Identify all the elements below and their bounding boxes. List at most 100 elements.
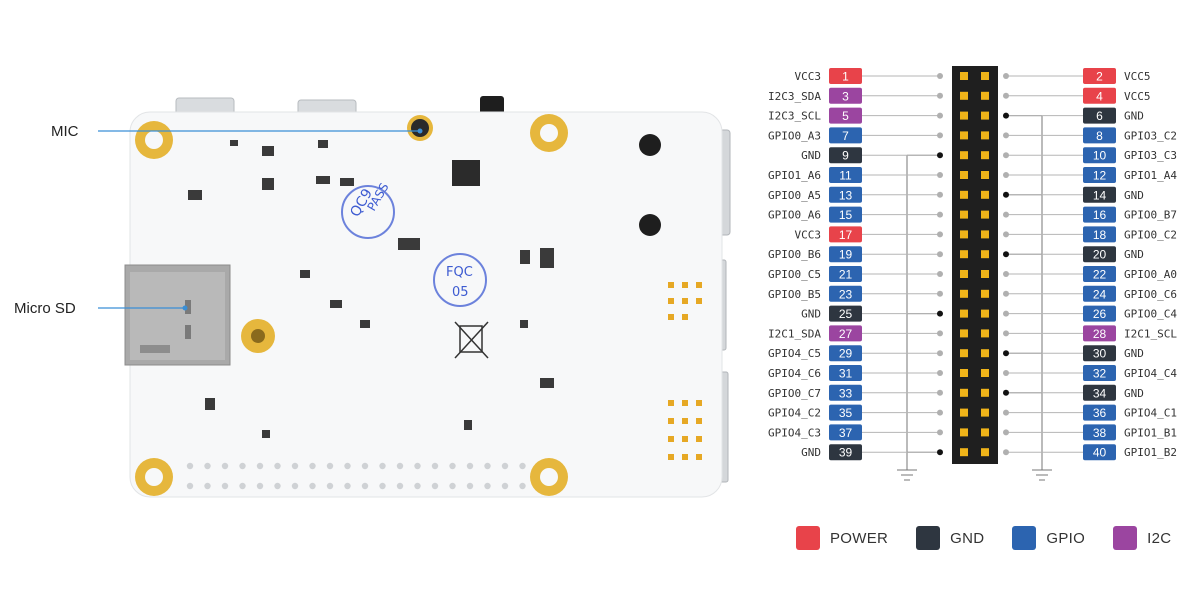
pin-number: 39 <box>839 446 853 460</box>
pin-number-badge <box>1083 186 1116 203</box>
header-hole <box>484 482 491 490</box>
header-hole <box>256 482 264 490</box>
pin-label: GPIO0_C5 <box>768 268 821 281</box>
pin-number: 35 <box>839 406 853 420</box>
header-pin <box>960 369 968 377</box>
button-2 <box>639 214 661 236</box>
pin-number-badge <box>1083 246 1116 263</box>
pin-number: 21 <box>839 268 853 282</box>
pin-connector-dot <box>1003 271 1009 277</box>
header-hole <box>344 462 351 470</box>
pin-number: 24 <box>1093 287 1107 301</box>
header-pin <box>960 190 968 199</box>
pin-label: GPIO1_B1 <box>1124 426 1177 439</box>
header-pin <box>981 369 989 377</box>
pin-number: 16 <box>1093 208 1107 222</box>
pin-number-badge <box>1083 127 1116 144</box>
pin-connector-dot <box>937 231 943 238</box>
header-hole <box>186 462 194 470</box>
header-hole <box>344 482 351 490</box>
header-hole <box>519 482 526 490</box>
header-pin <box>981 329 989 338</box>
pin-connector-dot <box>937 449 943 456</box>
header-pin <box>960 309 968 318</box>
pin-header <box>952 66 998 464</box>
pin-number: 8 <box>1096 129 1103 143</box>
pin-number: 31 <box>839 367 853 381</box>
pin-number: 23 <box>839 287 853 301</box>
header-hole <box>221 482 229 490</box>
header-hole <box>466 462 474 470</box>
pin-number-badge <box>829 444 862 461</box>
header-hole <box>361 482 369 490</box>
pin-label: GPIO0_C6 <box>1124 288 1177 301</box>
pin-number: 7 <box>842 129 849 143</box>
pin-number-badge <box>1083 384 1116 401</box>
pin-number-badge <box>1083 365 1116 381</box>
pin-number-badge <box>829 384 862 401</box>
header-hole <box>186 482 194 490</box>
pin-number-badge <box>829 68 862 84</box>
fqc-stamp-line-1: FQC <box>446 265 473 280</box>
pin-14: 14 GND <box>1003 186 1144 203</box>
pin-connector-dot <box>1003 409 1009 416</box>
header-pin <box>960 448 968 457</box>
header-pin <box>981 309 989 318</box>
header-hole <box>414 482 421 490</box>
pin-connector-dot <box>1003 191 1009 198</box>
header-hole <box>326 482 334 490</box>
header-hole <box>291 462 299 470</box>
pin-number: 14 <box>1093 188 1107 202</box>
pin-number: 25 <box>839 307 853 321</box>
pin-connector-dot <box>937 132 943 139</box>
pin-connector-dot <box>1003 132 1009 139</box>
pin-number-badge <box>1083 147 1116 164</box>
pin-21: 21 GPIO0_C5 <box>768 266 943 282</box>
pin-connector-dot <box>937 73 943 79</box>
pin-number-badge <box>1083 107 1116 124</box>
header-pin <box>981 428 989 437</box>
pin-label: GPIO0_A5 <box>768 189 821 202</box>
header-hole <box>501 462 509 470</box>
header-pin <box>960 210 968 219</box>
header-pin <box>960 72 968 80</box>
pin-connector-dot <box>937 290 943 297</box>
header-hole <box>256 462 264 470</box>
pin-number-badge <box>829 305 862 322</box>
pin-number: 19 <box>839 248 853 262</box>
header-hole <box>466 482 474 490</box>
header-pin <box>960 111 968 120</box>
pin-number: 34 <box>1093 386 1107 400</box>
header-pin <box>960 388 968 397</box>
micro-sd-callout-dot <box>182 305 188 311</box>
pin-connector-dot <box>1003 330 1009 337</box>
pin-number-badge <box>1083 285 1116 302</box>
header-hole <box>204 462 211 470</box>
header-hole <box>309 462 316 470</box>
pin-label: GND <box>1124 189 1144 202</box>
pin-label: GPIO1_B2 <box>1124 446 1177 459</box>
header-pin <box>981 230 989 239</box>
header-pin <box>981 388 989 397</box>
header-pin <box>960 349 968 358</box>
fqc-stamp-line-2: 05 <box>452 285 469 300</box>
pin-number: 6 <box>1096 109 1103 123</box>
header-pin <box>981 190 989 199</box>
pin-label: GPIO0_C7 <box>768 387 821 400</box>
pin-label: VCC3 <box>795 70 822 83</box>
legend-label-gpio: GPIO <box>1046 529 1086 547</box>
pin-label: GPIO3_C2 <box>1124 129 1177 142</box>
pin-number: 12 <box>1093 169 1107 183</box>
